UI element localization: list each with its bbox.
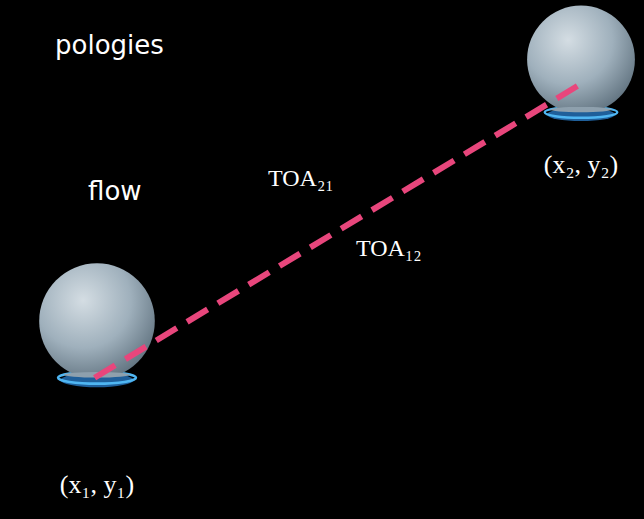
slide-text-fragment: pologies [55, 32, 164, 58]
smart-speaker-icon [38, 262, 156, 392]
speaker-node: (x₂, y₂) [526, 4, 636, 126]
slide-text-fragment: flow [88, 178, 142, 204]
toa-label: TOA₂₁ [268, 166, 334, 190]
coordinate-label: (x₂, y₂) [544, 152, 618, 178]
toa-label: TOA₁₂ [356, 236, 422, 260]
smart-speaker-icon [526, 4, 636, 126]
coordinate-label: (x₁, y₁) [60, 472, 134, 498]
dashed-link [95, 85, 580, 378]
speaker-node: (x₁, y₁) [38, 262, 156, 392]
